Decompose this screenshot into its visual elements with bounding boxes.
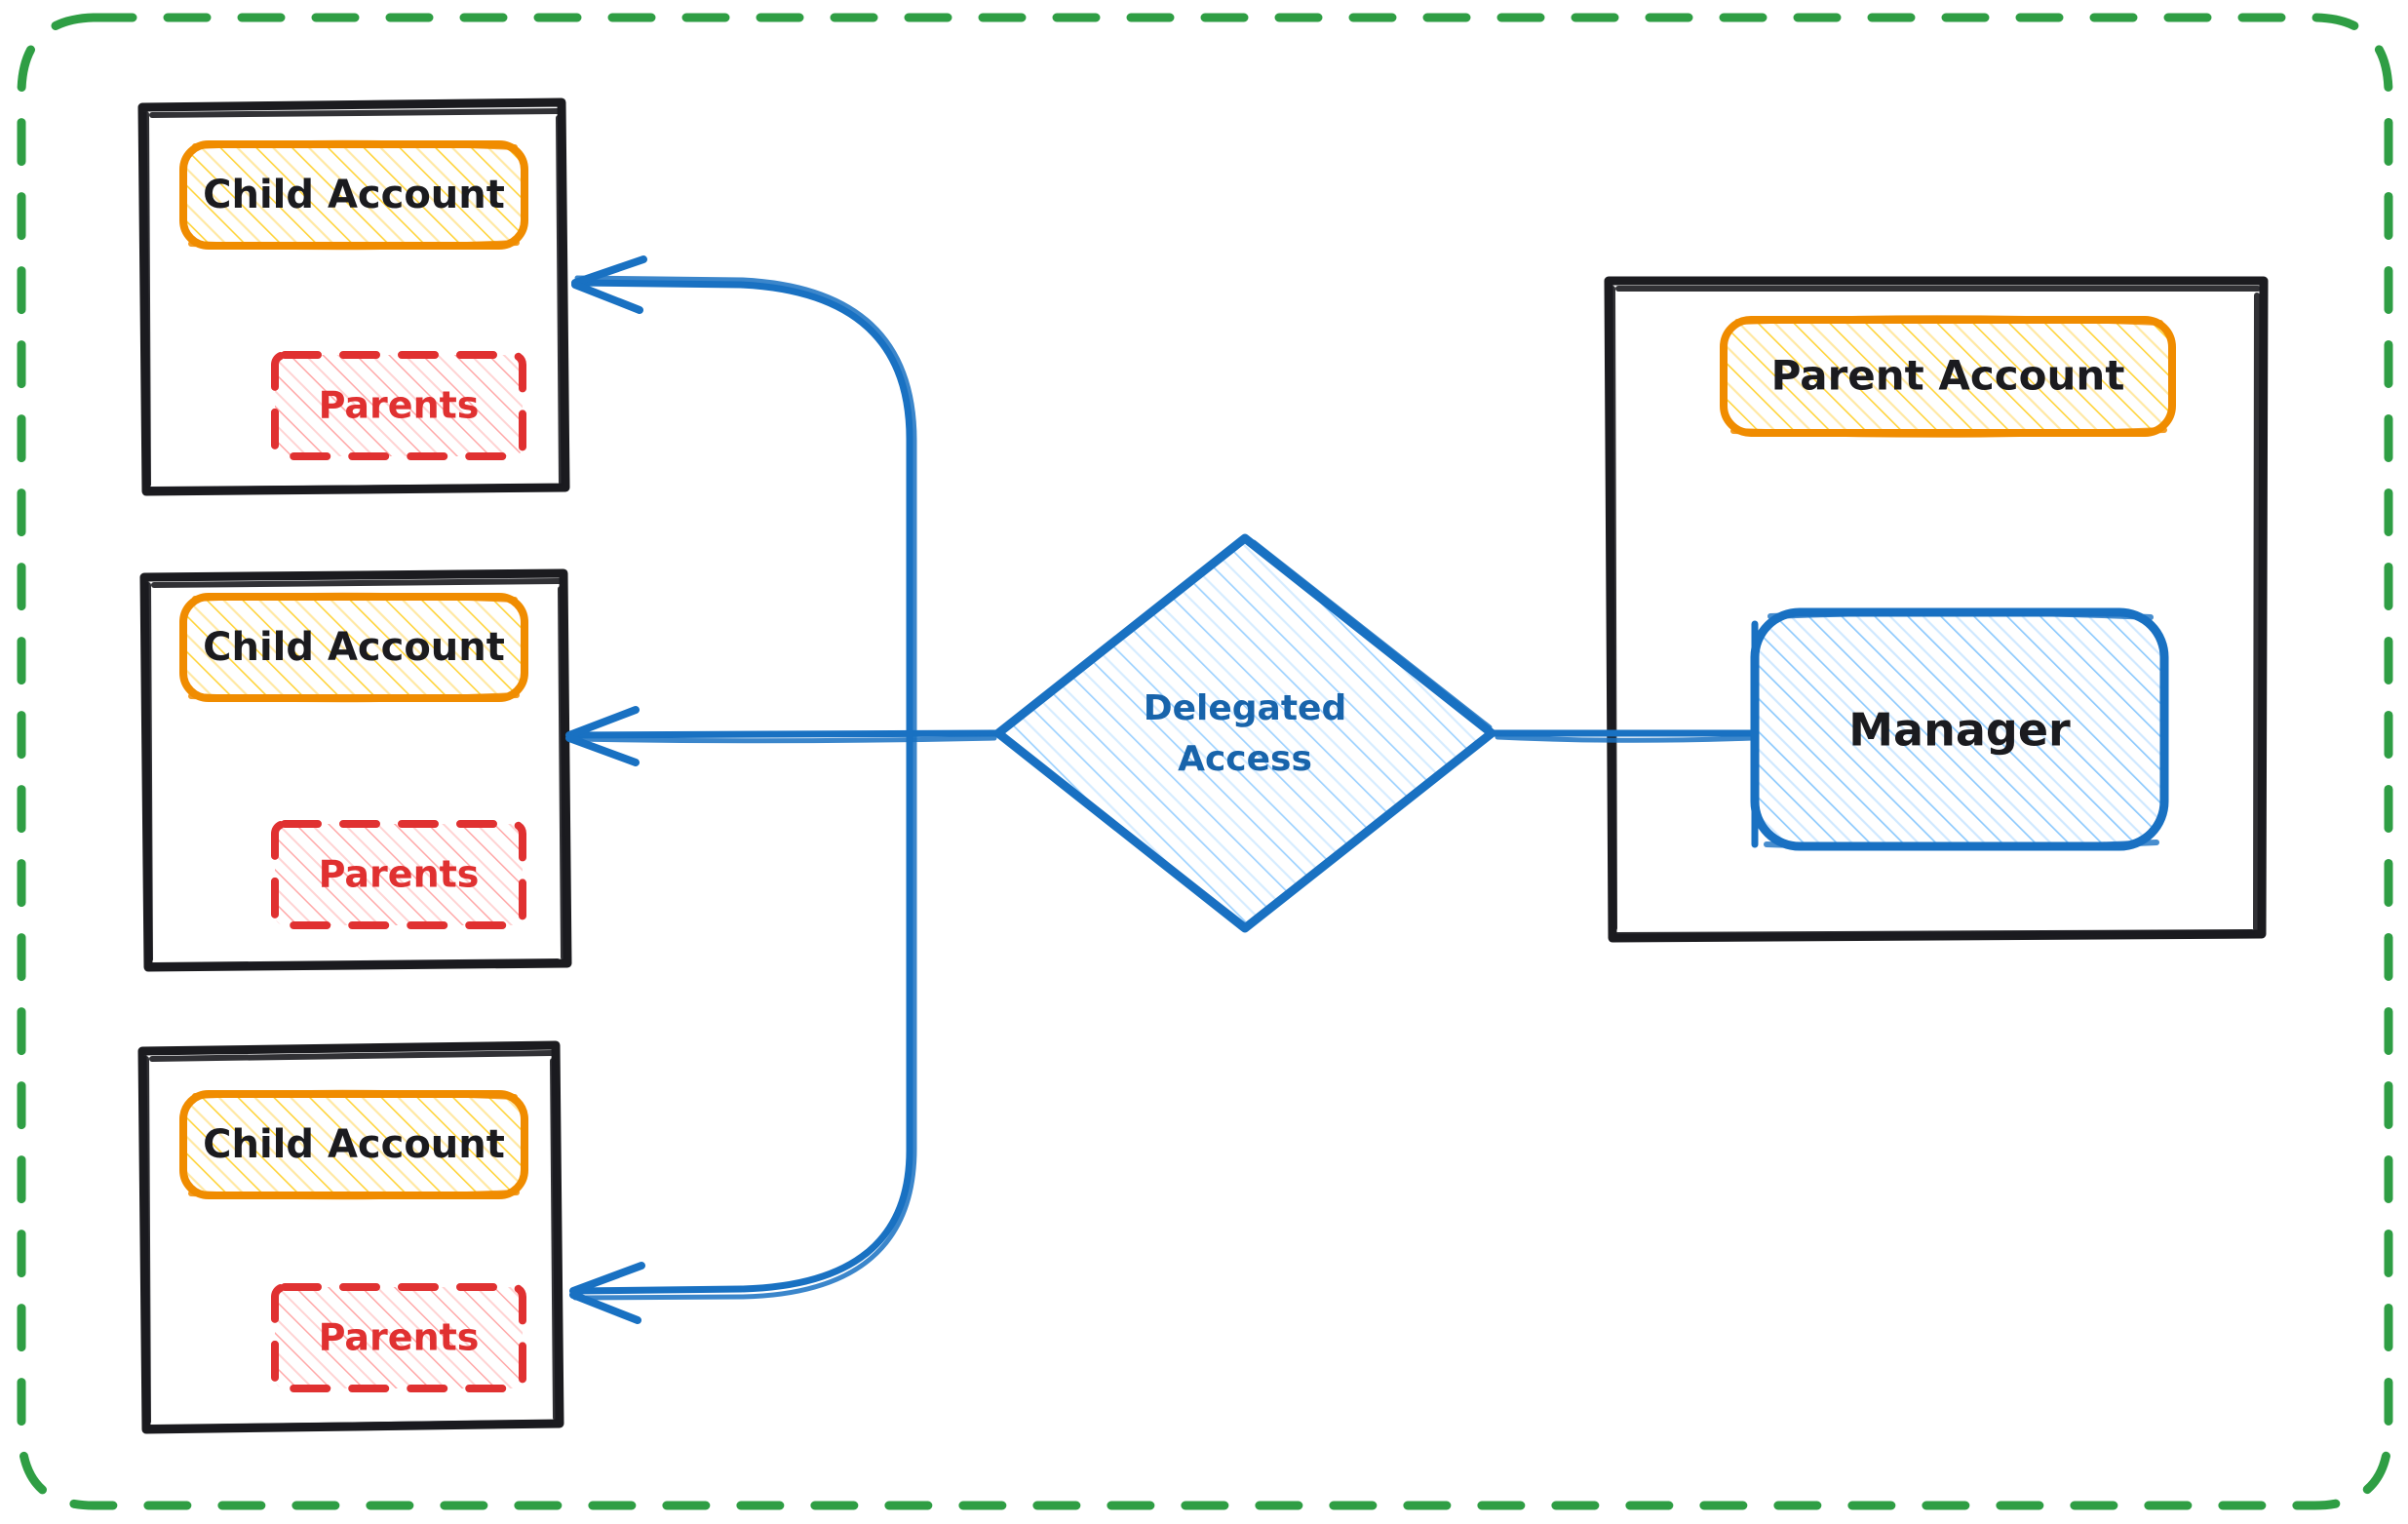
parent-account-node[interactable]: Parent Account [1716, 312, 2184, 445]
delegated-access-line-1: Delegated [1144, 688, 1347, 728]
parent-container[interactable]: Parent Account Manager [1604, 276, 2269, 943]
child-account-node-1[interactable]: Child Account [175, 137, 536, 257]
edge-to-child-1[interactable] [571, 255, 917, 737]
organization-boundary [17, 13, 2393, 1510]
parents-label-2: Parents [319, 853, 480, 896]
child-account-label-3: Child Account [203, 1122, 505, 1167]
child-container-3[interactable]: Child Account Parents [137, 1040, 564, 1434]
edge-to-child-3[interactable] [569, 729, 917, 1324]
edge-to-child-2[interactable] [565, 706, 1000, 766]
child-account-node-3[interactable]: Child Account [175, 1086, 536, 1207]
manager-label: Manager [1848, 704, 2071, 757]
parent-account-label: Parent Account [1771, 352, 2125, 400]
child-container-2[interactable]: Child Account Parents [139, 568, 572, 972]
parents-node-1[interactable]: Parents [268, 348, 531, 465]
child-account-label-1: Child Account [203, 173, 505, 217]
edge-manager-to-diamond[interactable] [1490, 620, 1759, 848]
child-account-label-2: Child Account [203, 625, 505, 670]
parents-label-1: Parents [319, 384, 480, 427]
parents-label-3: Parents [319, 1316, 480, 1359]
parents-node-2[interactable]: Parents [268, 817, 531, 934]
delegated-access-diamond[interactable]: Delegated Access [985, 527, 1511, 946]
child-container-1[interactable]: Child Account Parents [137, 98, 570, 496]
parents-node-3[interactable]: Parents [268, 1280, 531, 1397]
child-account-node-2[interactable]: Child Account [175, 589, 536, 710]
manager-node[interactable]: Manager [1747, 605, 2176, 858]
delegated-access-line-2: Access [1178, 739, 1312, 779]
